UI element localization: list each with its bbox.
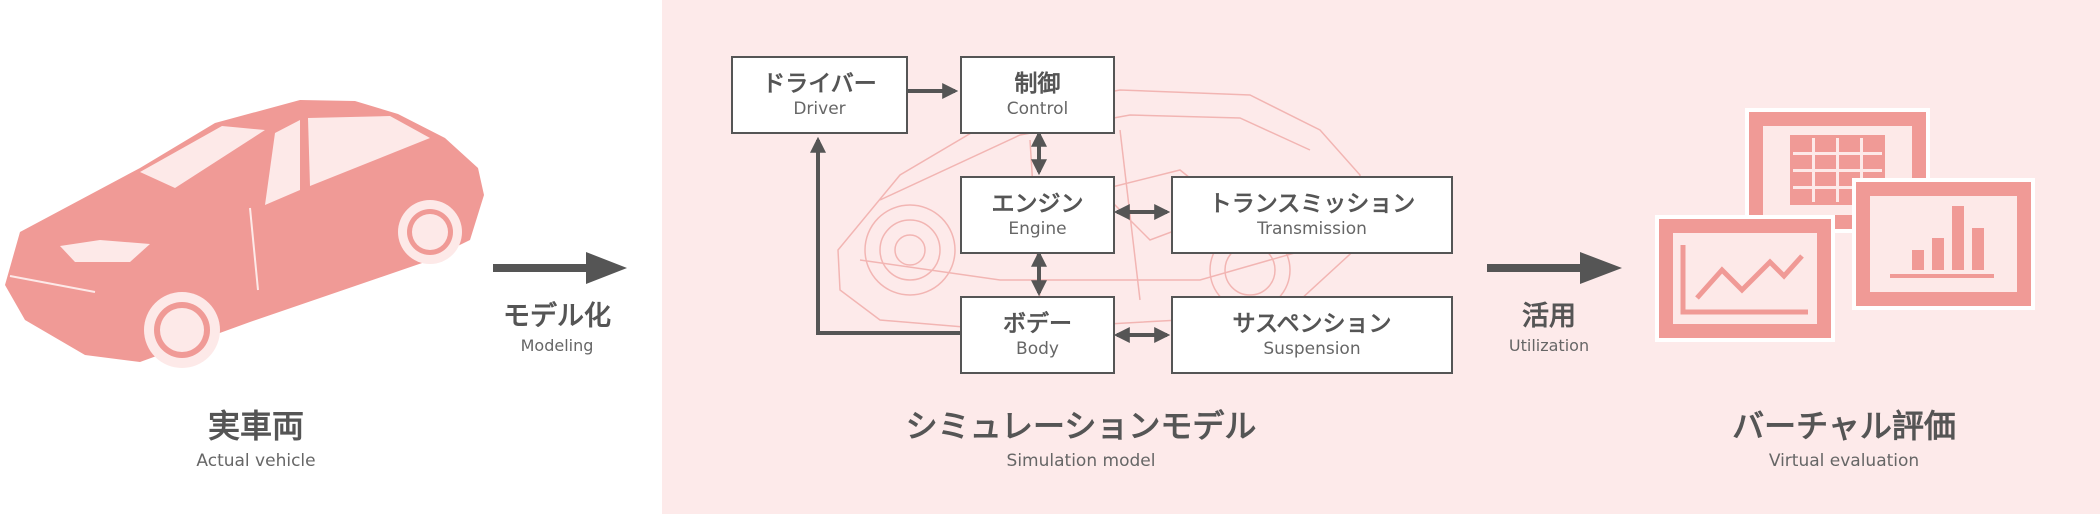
simulation-model-subtitle: Simulation model	[1006, 451, 1156, 471]
simulation-model-title: シミュレーションモデル	[905, 407, 1257, 445]
connectors	[810, 83, 1171, 343]
utilization-label: 活用 Utilization	[1449, 300, 1649, 356]
suspension-box-jp: サスペンション	[1232, 311, 1392, 337]
utilization-arrow	[1487, 252, 1622, 284]
utilization-label-jp: 活用	[1522, 301, 1576, 332]
virtual-evaluation-title: バーチャル評価	[1732, 407, 1956, 445]
bar-chart-window-icon	[1852, 178, 2035, 310]
body-box-jp: ボデー	[1003, 311, 1072, 337]
body-box-en: Body	[1016, 339, 1059, 359]
car-icon	[5, 100, 484, 368]
control-box: 制御 Control	[960, 56, 1115, 134]
actual-vehicle-title: 実車両	[207, 407, 304, 445]
table-window-icon	[1745, 108, 1930, 233]
transmission-box: トランスミッション Transmission	[1171, 176, 1453, 254]
driver-box-en: Driver	[793, 99, 846, 119]
body-box: ボデー Body	[960, 296, 1115, 374]
engine-box-jp: エンジン	[991, 191, 1084, 217]
modeling-label-jp: モデル化	[503, 301, 611, 332]
actual-vehicle-caption: 実車両 Actual vehicle	[56, 406, 456, 472]
modeling-label-en: Modeling	[520, 336, 594, 355]
driver-box-jp: ドライバー	[762, 71, 877, 97]
transmission-box-en: Transmission	[1257, 219, 1367, 239]
suspension-box-en: Suspension	[1263, 339, 1361, 359]
suspension-box: サスペンション Suspension	[1171, 296, 1453, 374]
simulation-model-caption: シミュレーションモデル Simulation model	[881, 406, 1281, 472]
utilization-label-en: Utilization	[1508, 336, 1590, 355]
virtual-evaluation-subtitle: Virtual evaluation	[1768, 451, 1920, 471]
driver-box: ドライバー Driver	[731, 56, 908, 134]
control-box-jp: 制御	[1014, 71, 1061, 97]
engine-box: エンジン Engine	[960, 176, 1115, 254]
transmission-box-jp: トランスミッション	[1208, 191, 1416, 217]
modeling-arrow	[493, 252, 627, 284]
actual-vehicle-subtitle: Actual vehicle	[196, 451, 316, 471]
engine-box-en: Engine	[1008, 219, 1067, 239]
virtual-evaluation-caption: バーチャル評価 Virtual evaluation	[1644, 406, 2044, 472]
modeling-label: モデル化 Modeling	[457, 300, 657, 356]
control-box-en: Control	[1006, 99, 1069, 119]
line-chart-window-icon	[1655, 215, 1835, 342]
